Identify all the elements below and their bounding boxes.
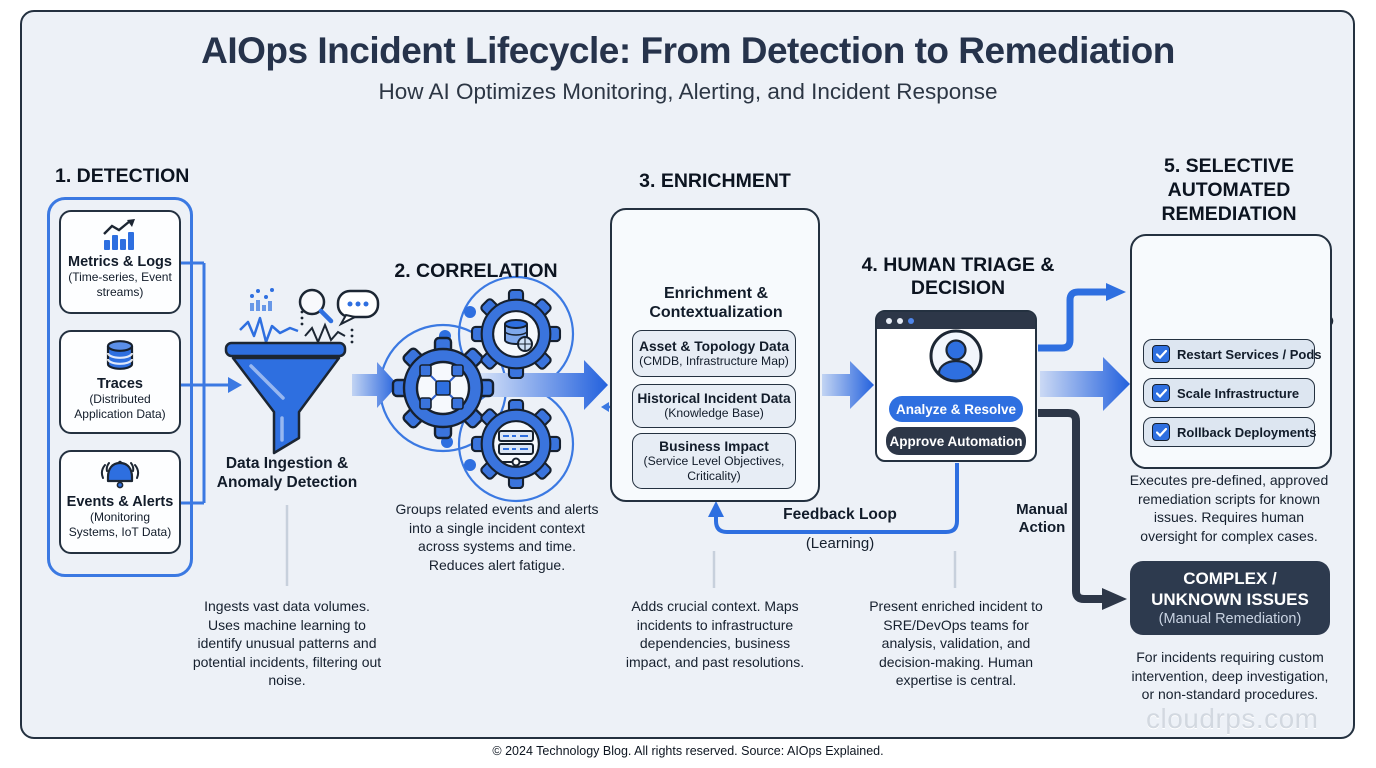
detection-description: Ingests vast data volumes. Uses machine … [192,598,382,689]
funnel-arrowhead [228,377,242,393]
enrichment-item-historical: Historical Incident Data (Knowledge Base… [632,384,796,428]
action-restart-services: Restart Services / Pods [1143,339,1322,369]
enrichment-item-subtitle: (Knowledge Base) [664,406,764,421]
feedback-loop-arrow [708,463,959,534]
gear-server-icon [498,430,534,467]
complex-issues-title: COMPLEX / UNKNOWN ISSUES [1151,569,1309,609]
heading-triage: 4. HUMAN TRIAGE & DECISION [861,254,1055,299]
analyze-resolve-button: Analyze & Resolve [889,396,1023,422]
chat-bubble-icon [336,289,380,327]
enrichment-description: Adds crucial context. Maps incidents to … [625,598,805,670]
source-card-events-alerts: Events & Alerts (Monitoring Systems, IoT… [59,450,181,554]
source-subtitle: (Monitoring Systems, IoT Data) [68,510,172,539]
bar-chart-trend-icon [103,219,135,250]
window-dot-icon [897,317,903,324]
complex-issues-subtitle: (Manual Remediation) [1158,610,1302,627]
action-rollback-deployments: Rollback Deployments [1143,417,1317,447]
anomaly-signals-icon [239,288,380,345]
arrow-triage-remediation-top [1038,283,1126,352]
watermark: cloudrps.com [1146,703,1319,734]
separator-lines [285,505,957,588]
alert-bell-icon [100,460,140,489]
arrow-funnel-to-correlation [352,362,398,408]
page-title: AIOps Incident Lifecycle: From Detection… [201,30,1175,71]
database-icon [106,340,134,370]
feedback-loop-label: Feedback Loop [783,506,897,523]
source-title: Traces [97,376,143,392]
enrichment-item-subtitle: (Service Level Objectives, Criticality) [643,454,785,483]
user-avatar-icon [929,329,983,383]
feedback-loop-sublabel: (Learning) [805,535,875,552]
checkbox-checked-icon [1152,423,1170,441]
page-subtitle: How AI Optimizes Monitoring, Alerting, a… [378,79,998,104]
heading-remediation: 5. SELECTIVE AUTOMATED REMEDIATION [1161,155,1297,225]
magnifier-icon [298,288,326,316]
funnel-icon [224,341,347,455]
action-label: Scale Infrastructure [1177,385,1300,401]
action-scale-infrastructure: Scale Infrastructure [1143,378,1315,408]
enrichment-item-title: Asset & Topology Data [639,338,789,354]
gears-icon [391,288,562,490]
complex-issues-box: COMPLEX / UNKNOWN ISSUES (Manual Remedia… [1130,561,1330,635]
checkbox-checked-icon [1152,384,1170,402]
correlation-description: Groups related events and alerts into a … [395,501,599,573]
source-title: Metrics & Logs [68,254,172,270]
action-label: Restart Services / Pods [1177,346,1322,362]
arrow-manual-action [1038,409,1127,610]
source-title: Events & Alerts [66,494,174,510]
approve-automation-button: Approve Automation [886,427,1026,455]
heading-enrichment: 3. ENRICHMENT [639,170,791,192]
manual-action-label: Manual Action [1016,501,1068,537]
source-subtitle: (Time-series, Event streams) [68,270,172,299]
arrow-correlation-to-enrichment [470,360,608,410]
action-label: Rollback Deployments [1177,424,1317,440]
arrow-triage-to-remediation [1040,357,1130,411]
remediation-description: Executes pre-defined, approved remediati… [1129,472,1329,544]
heading-correlation: 2. CORRELATION [394,260,558,282]
detection-group-frame [47,197,193,577]
gear-database-icon [504,319,533,352]
heading-detection: 1. DETECTION [55,165,190,187]
manual-remediation-description: For incidents requiring custom intervent… [1131,649,1329,703]
enrichment-card-title: Enrichment & Contextualization [649,285,783,321]
enrichment-item-business-impact: Business Impact (Service Level Objective… [632,433,796,489]
enrichment-item-title: Business Impact [659,439,769,455]
enrichment-item-asset-topology: Asset & Topology Data (CMDB, Infrastruct… [632,330,796,377]
enrichment-item-subtitle: (CMDB, Infrastructure Map) [639,353,789,368]
enrichment-item-title: Historical Incident Data [637,391,791,407]
window-dot-icon [908,317,914,324]
window-dot-icon [886,317,892,324]
checkbox-checked-icon [1152,345,1170,363]
source-subtitle: (Distributed Application Data) [74,392,166,421]
source-card-traces: Traces (Distributed Application Data) [59,330,181,434]
funnel-label: Data Ingestion & Anomaly Detection [216,455,358,492]
source-card-metrics-logs: Metrics & Logs (Time-series, Event strea… [59,210,181,314]
arrow-enrichment-to-triage [822,361,874,409]
footer-credit: © 2024 Technology Blog. All rights reser… [492,744,884,758]
triage-description: Present enriched incident to SRE/DevOps … [869,598,1043,689]
topology-icon [419,364,464,410]
window-titlebar [877,312,1035,329]
